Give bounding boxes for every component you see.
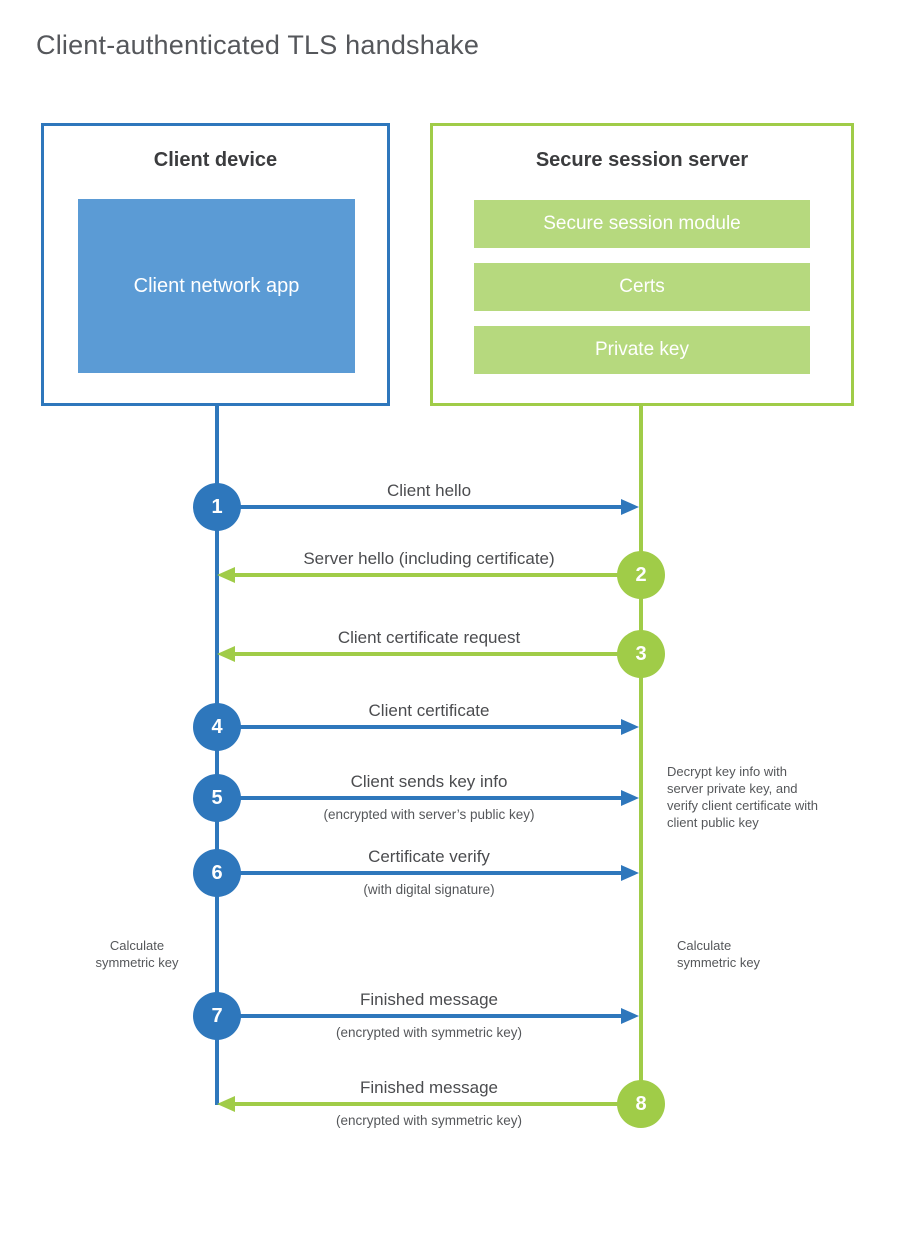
server-lifeline xyxy=(639,405,643,1106)
step-7-badge: 7 xyxy=(193,992,241,1040)
message-cert-request-arrow xyxy=(235,652,641,656)
step-2-badge: 2 xyxy=(617,551,665,599)
client-device-box: Client device Client network app xyxy=(41,123,390,406)
client-device-title: Client device xyxy=(153,149,278,171)
arrow-right-icon xyxy=(621,1008,639,1024)
message-finished-client-label: Finished message xyxy=(360,990,498,1009)
message-client-hello-arrow xyxy=(217,505,621,509)
message-finished-server-arrow xyxy=(235,1102,641,1106)
calc-symmetric-key-note-client: Calculate symmetric key xyxy=(95,938,179,970)
arrow-right-icon xyxy=(621,719,639,735)
message-client-hello-label: Client hello xyxy=(386,481,472,500)
step-1-badge: 1 xyxy=(193,483,241,531)
message-finished-server-label: Finished message xyxy=(360,1078,498,1097)
message-client-cert-label: Client certificate xyxy=(368,701,490,720)
arrow-left-icon xyxy=(217,567,235,583)
step-6-badge: 6 xyxy=(193,849,241,897)
secure-session-server-title: Secure session server xyxy=(535,149,749,171)
arrow-left-icon xyxy=(217,1096,235,1112)
arrow-right-icon xyxy=(621,790,639,806)
message-cert-verify-sub: (with digital signature) xyxy=(363,882,495,897)
secure-session-server-box: Secure session server Secure session mod… xyxy=(430,123,854,406)
message-finished-server-sub: (encrypted with symmetric key) xyxy=(335,1113,523,1128)
arrow-right-icon xyxy=(621,499,639,515)
message-finished-client-sub: (encrypted with symmetric key) xyxy=(335,1025,523,1040)
message-server-hello-label: Server hello (including certificate) xyxy=(303,549,555,568)
page-title: Client-authenticated TLS handshake xyxy=(36,30,480,60)
message-cert-request-label: Client certificate request xyxy=(337,628,521,647)
step-3-badge: 3 xyxy=(617,630,665,678)
step-4-badge: 4 xyxy=(193,703,241,751)
message-server-hello-arrow xyxy=(235,573,641,577)
calc-symmetric-key-note-server: Calculate symmetric key xyxy=(677,938,761,970)
server-module-secure-session: Secure session module xyxy=(474,200,810,248)
step-8-badge: 8 xyxy=(617,1080,665,1128)
arrow-left-icon xyxy=(217,646,235,662)
client-lifeline xyxy=(215,405,219,1105)
message-cert-verify-label: Certificate verify xyxy=(368,847,490,866)
client-network-app-label: Client network app xyxy=(133,274,300,297)
step-5-badge: 5 xyxy=(193,774,241,822)
client-network-app-box: Client network app xyxy=(78,199,355,373)
arrow-right-icon xyxy=(621,865,639,881)
server-module-private-key: Private key xyxy=(474,326,810,374)
message-client-cert-arrow xyxy=(217,725,621,729)
message-key-info-arrow xyxy=(217,796,621,800)
message-finished-client-arrow xyxy=(217,1014,621,1018)
decrypt-key-info-note: Decrypt key info with server private key… xyxy=(667,764,818,830)
server-module-certs: Certs xyxy=(474,263,810,311)
message-cert-verify-arrow xyxy=(217,871,621,875)
message-key-info-sub: (encrypted with server’s public key) xyxy=(323,807,535,822)
message-key-info-label: Client sends key info xyxy=(350,772,508,791)
